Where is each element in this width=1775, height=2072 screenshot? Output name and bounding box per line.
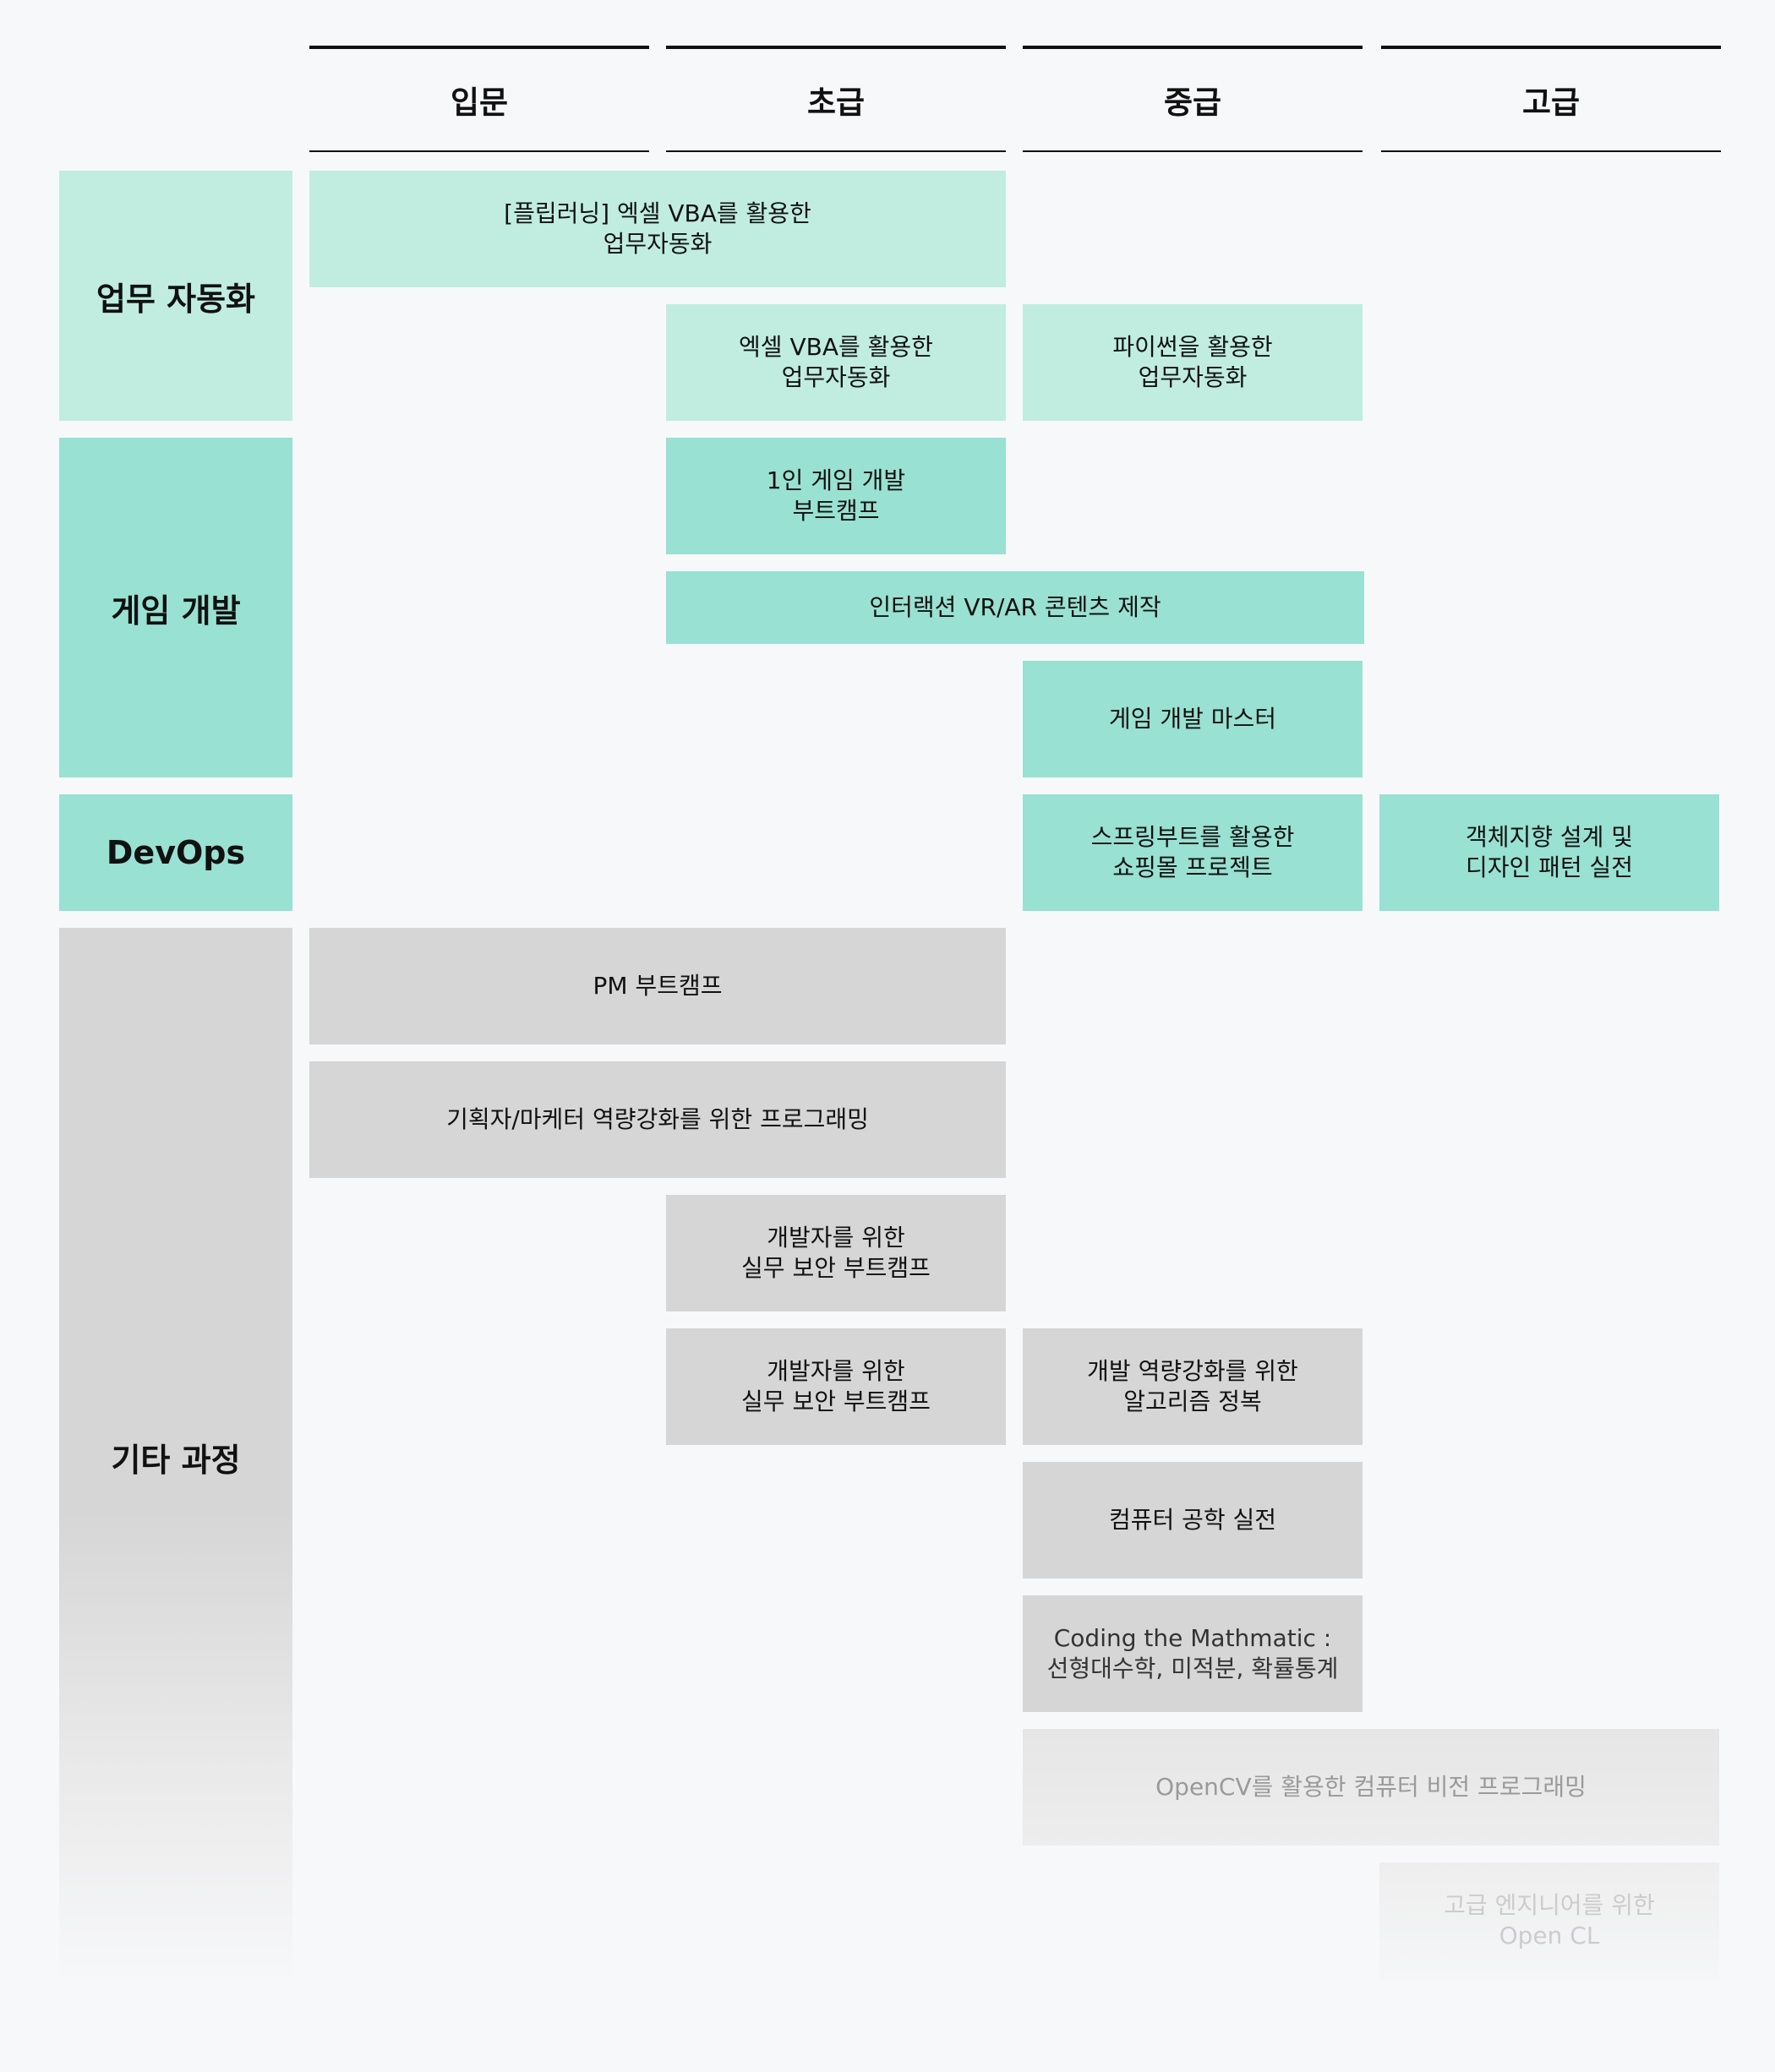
level-label: 입문 — [450, 85, 509, 121]
level-label: 초급 — [806, 85, 866, 121]
course-game-master[interactable]: 게임 개발 마스터 — [1023, 661, 1363, 777]
level-header-advanced: 고급 — [1381, 46, 1721, 152]
course-algorithm[interactable]: 개발 역량강화를 위한 알고리즘 정복 — [1023, 1328, 1363, 1445]
category-other: 기타 과정 — [59, 928, 292, 1986]
course-security-2[interactable]: 개발자를 위한 실무 보안 부트캠프 — [666, 1328, 1006, 1445]
level-header-beginner: 초급 — [666, 46, 1006, 152]
course-security-1[interactable]: 개발자를 위한 실무 보안 부트캠프 — [666, 1195, 1006, 1311]
course-solo-game[interactable]: 1인 게임 개발 부트캠프 — [666, 438, 1006, 554]
level-label: 중급 — [1163, 85, 1222, 121]
course-vr-ar[interactable]: 인터랙션 VR/AR 콘텐츠 제작 — [666, 571, 1364, 644]
level-label: 고급 — [1521, 85, 1581, 121]
category-label: 업무 자동화 — [96, 280, 256, 318]
course-pm-bootcamp[interactable]: PM 부트캠프 — [309, 928, 1006, 1044]
course-spring-shop[interactable]: 스프링부트를 활용한 쇼핑몰 프로젝트 — [1023, 794, 1363, 911]
course-python-automation[interactable]: 파이썬을 활용한 업무자동화 — [1023, 304, 1363, 421]
level-header-intermediate: 중급 — [1023, 46, 1363, 152]
category-devops: DevOps — [59, 794, 292, 911]
course-excel-vba[interactable]: 엑셀 VBA를 활용한 업무자동화 — [666, 304, 1006, 421]
category-label: 기타 과정 — [111, 1441, 241, 1479]
course-oop-design[interactable]: 객체지향 설계 및 디자인 패턴 실전 — [1379, 794, 1719, 911]
category-label: DevOps — [106, 834, 246, 871]
course-opencl[interactable]: 고급 엔지니어를 위한 Open CL — [1379, 1862, 1719, 1979]
course-flipped-vba[interactable]: [플립러닝] 엑셀 VBA를 활용한 업무자동화 — [309, 171, 1006, 287]
course-coding-math[interactable]: Coding the Mathmatic : 선형대수학, 미적분, 확률통계 — [1023, 1595, 1363, 1712]
course-planner-programming[interactable]: 기획자/마케터 역량강화를 위한 프로그래밍 — [309, 1061, 1006, 1178]
course-cs-practice[interactable]: 컴퓨터 공학 실전 — [1023, 1462, 1363, 1579]
category-automation: 업무 자동화 — [59, 171, 292, 421]
category-label: 게임 개발 — [111, 592, 241, 630]
category-game: 게임 개발 — [59, 438, 292, 777]
course-opencv[interactable]: OpenCV를 활용한 컴퓨터 비전 프로그래밍 — [1023, 1729, 1719, 1846]
level-header-intro: 입문 — [309, 46, 649, 152]
